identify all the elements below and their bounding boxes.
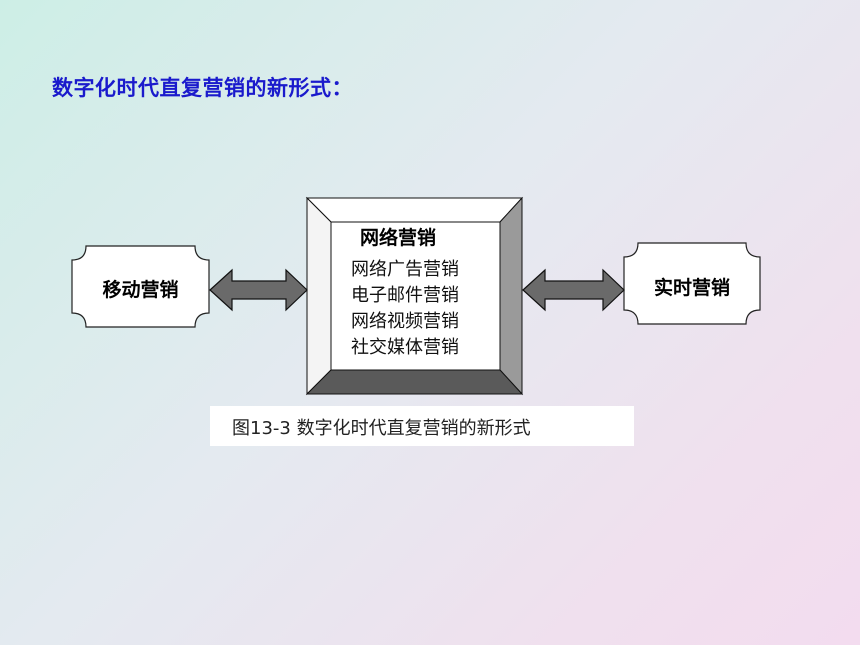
arrow-left-double [209, 268, 308, 312]
figure-caption-box: 图13-3 数字化时代直复营销的新形式 [210, 406, 634, 446]
figure-caption: 图13-3 数字化时代直复营销的新形式 [232, 418, 531, 439]
bevel-bottom [305, 369, 524, 395]
center-item: 社交媒体营销 [351, 337, 459, 358]
center-item-list: 网络广告营销 电子邮件营销 网络视频营销 社交媒体营销 [351, 257, 459, 361]
bevel-left [306, 196, 332, 396]
center-face [330, 221, 501, 371]
center-bevel-box [305, 196, 524, 396]
bevel-right [499, 196, 523, 396]
node-realtime-shape [623, 242, 761, 325]
arrow-right-double [522, 268, 625, 312]
center-item: 网络视频营销 [351, 311, 459, 332]
node-realtime-label: 实时营销 [653, 277, 730, 299]
center-heading: 网络营销 [360, 227, 437, 249]
bevel-top [305, 197, 524, 223]
slide-title: 数字化时代直复营销的新形式： [52, 76, 353, 100]
center-item: 电子邮件营销 [351, 285, 459, 306]
center-item: 网络广告营销 [351, 259, 459, 280]
node-mobile-shape [71, 245, 210, 328]
node-mobile-label: 移动营销 [102, 279, 179, 301]
